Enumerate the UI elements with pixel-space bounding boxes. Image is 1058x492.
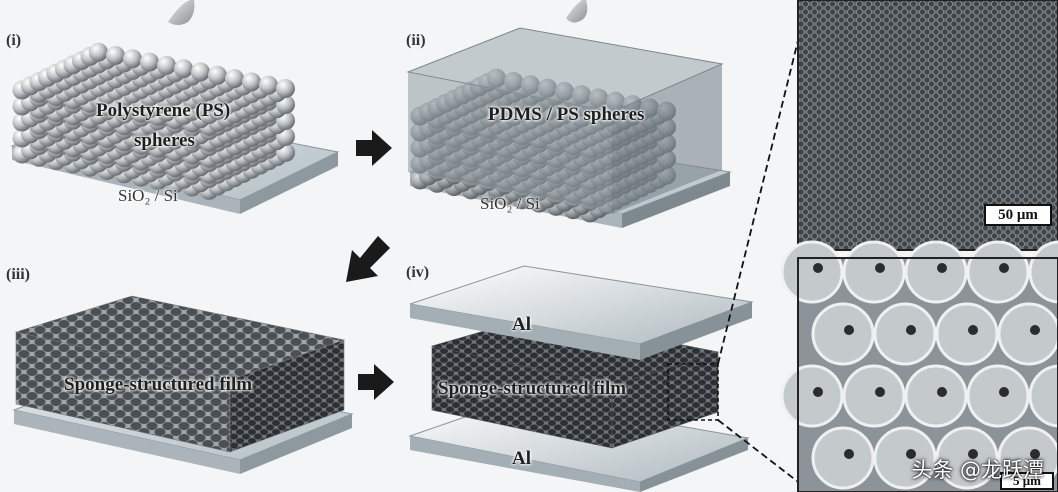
pore — [873, 426, 937, 490]
pore — [842, 364, 906, 428]
watermark: 头条 @龙跃潭 — [911, 458, 1044, 482]
pore-hole — [844, 449, 854, 459]
zoom-line-bottom — [717, 419, 807, 489]
pore-hole — [968, 449, 978, 459]
panel-iv-film: Sponge-structured film — [438, 378, 627, 399]
panel-iv-bottom-electrode: Al — [512, 448, 531, 469]
pore-hole — [875, 387, 885, 397]
pore — [873, 302, 937, 366]
scale-bar-top: 50 μm — [984, 204, 1052, 226]
ps-sphere — [157, 55, 176, 75]
panel-i-title-line2: spheres — [134, 130, 195, 151]
pore — [904, 240, 968, 304]
panel-iv-schematic — [408, 265, 754, 492]
ps-sphere — [208, 65, 227, 85]
panel-i-title-line1: Polystyrene (PS) — [96, 100, 231, 121]
ps-sphere — [276, 79, 295, 98]
pore-hole — [906, 449, 916, 459]
ps-sphere — [123, 49, 142, 69]
pore-hole — [906, 325, 916, 335]
pore-hole — [1030, 449, 1040, 459]
pore — [780, 364, 844, 428]
ps-sphere — [89, 42, 108, 62]
ps-sphere — [242, 72, 261, 92]
ps-sphere — [140, 52, 159, 72]
pore — [935, 302, 999, 366]
pore-hole — [999, 263, 1009, 273]
panel-i-schematic — [10, 42, 340, 214]
panel-iii-schematic — [12, 295, 354, 474]
pore-hole — [968, 325, 978, 335]
panel-iv-top-electrode: Al — [512, 314, 531, 335]
pore-hole — [999, 387, 1009, 397]
pore — [966, 240, 1030, 304]
pore-hole — [813, 387, 823, 397]
pore — [904, 364, 968, 428]
panel-iv-tag: (iv) — [406, 264, 430, 281]
pore-hole — [937, 387, 947, 397]
ps-sphere — [106, 46, 125, 65]
pore — [811, 302, 875, 366]
panel-ii-tag: (ii) — [406, 32, 426, 49]
pore — [842, 240, 906, 304]
pore-hole — [875, 263, 885, 273]
arrow-right-top — [356, 130, 392, 166]
pore — [966, 364, 1030, 428]
ps-sphere — [225, 69, 244, 89]
arrow-down-left — [346, 236, 390, 282]
panel-i-substrate: SiO₂ / Si — [118, 186, 178, 205]
zoom-line-top — [717, 0, 809, 365]
arrow-right-bottom — [358, 364, 394, 400]
droplet-ii — [566, 0, 588, 23]
panel-iii-title: Sponge-structured film — [64, 374, 253, 395]
panel-ii-title: PDMS / PS spheres — [488, 104, 645, 125]
zoom-box — [667, 363, 719, 421]
pore-hole — [813, 263, 823, 273]
panel-ii-schematic — [406, 27, 732, 228]
panel-ii-substrate: SiO₂ / Si — [480, 194, 540, 213]
pore — [997, 302, 1058, 366]
pore — [780, 240, 844, 304]
pore — [935, 426, 999, 490]
panel-i-tag: (i) — [6, 32, 22, 49]
pore-hole — [844, 325, 854, 335]
pore-hole — [937, 263, 947, 273]
pore — [1028, 364, 1058, 428]
pore-hole — [1030, 325, 1040, 335]
ps-sphere — [174, 59, 193, 79]
ps-sphere — [259, 75, 278, 95]
panel-iii-tag: (iii) — [6, 266, 30, 283]
pore — [811, 426, 875, 490]
sem-micrograph-bottom — [780, 240, 1058, 492]
droplet-i — [168, 0, 195, 25]
ps-sphere — [191, 62, 210, 82]
scale-bar-bottom: 5 μm — [1000, 472, 1054, 490]
